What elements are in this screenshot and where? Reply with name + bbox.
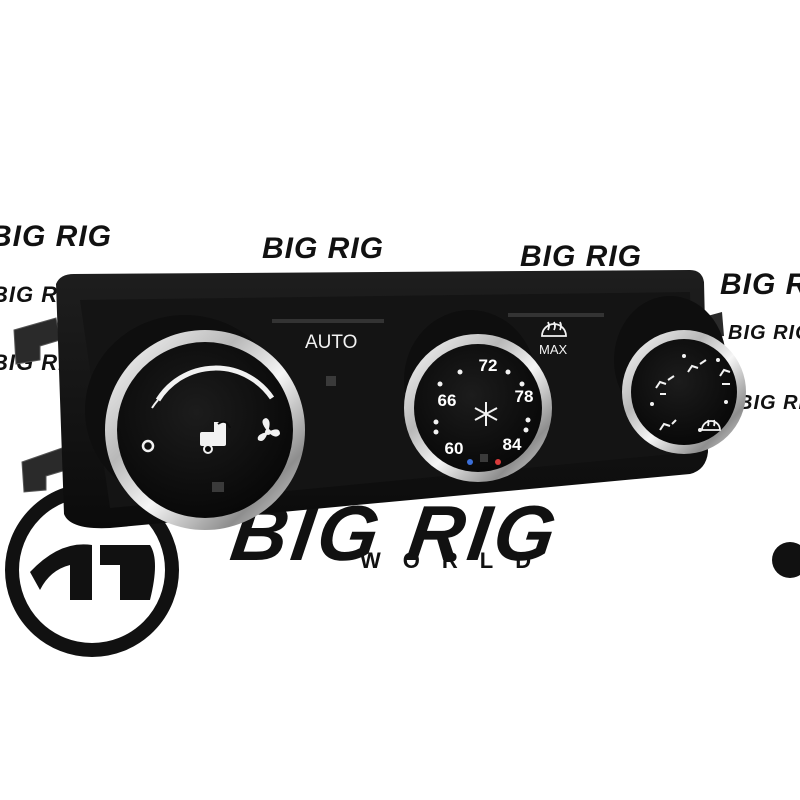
truck-recirculation-icon	[200, 420, 231, 454]
off-circle-icon	[141, 439, 155, 453]
max-defrost-icon	[541, 321, 567, 337]
snowflake-icon	[474, 402, 498, 426]
auto-button-label[interactable]: AUTO	[305, 332, 358, 353]
fan-icon	[257, 418, 280, 441]
watermark-brand: BIG RIG	[738, 392, 800, 414]
watermark-brand: BIG RIG	[0, 220, 113, 253]
fan-speed-knob[interactable]	[85, 315, 305, 530]
temperature-knob[interactable]	[404, 310, 552, 482]
vent-face-feet-icon	[655, 375, 675, 395]
auto-indicator-led	[326, 376, 336, 386]
temp-label-60: 60	[444, 439, 464, 458]
watermark-brand: BIG RIG	[262, 232, 385, 265]
cold-indicator-dot	[467, 459, 473, 465]
vent-face-icon	[687, 359, 707, 373]
watermark-brand: BIG RIG	[520, 240, 643, 273]
watermark-tagline: WORLD	[360, 548, 554, 573]
temp-label-72: 72	[478, 356, 498, 375]
watermark-brand: BIG RIG	[728, 322, 800, 344]
temperature-scale-dots	[433, 369, 531, 435]
defrost-icon	[701, 419, 721, 431]
vent-feet-defrost-icon	[719, 368, 731, 385]
temp-label-84: 84	[502, 435, 522, 454]
hot-indicator-dot	[495, 459, 501, 465]
temp-label-78: 78	[514, 387, 534, 406]
max-defrost-label[interactable]: MAX	[539, 342, 568, 357]
airflow-mode-knob[interactable]	[614, 296, 746, 454]
vent-feet-icon	[659, 419, 677, 431]
temp-label-66: 66	[437, 391, 457, 410]
watermark-brand: BIG RIG	[720, 268, 800, 301]
